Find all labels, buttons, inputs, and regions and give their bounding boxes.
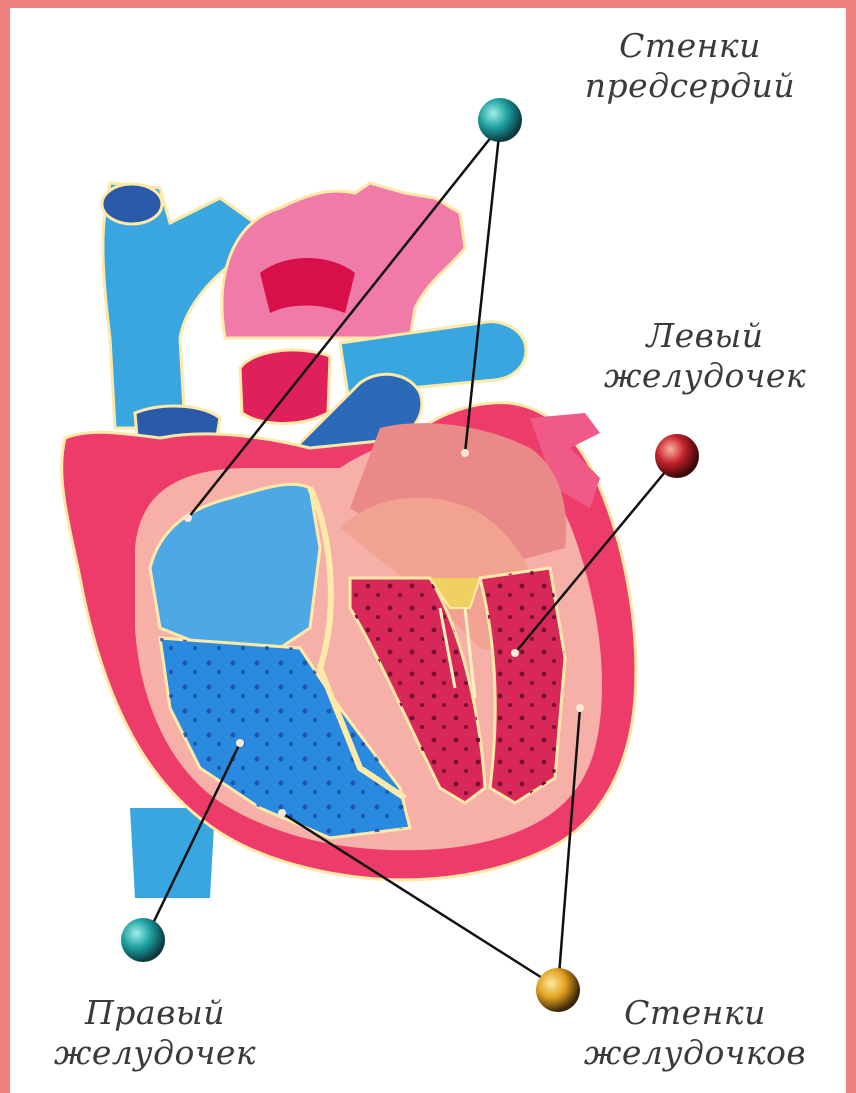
label-right-ventricle-line1: Правый [30, 993, 280, 1033]
label-left-ventricle: Левый желудочек [585, 316, 825, 396]
heart-diagram [10, 8, 846, 1093]
label-atria-walls: Стенки предсердий [555, 26, 825, 106]
right-ventricle-marker [121, 918, 165, 962]
label-atria-walls-line1: Стенки [555, 26, 825, 66]
atria-walls-marker [478, 98, 522, 142]
label-left-ventricle-line2: желудочек [585, 356, 825, 396]
label-ventricle-walls: Стенки желудочков [555, 993, 835, 1073]
label-ventricle-walls-line1: Стенки [555, 993, 835, 1033]
label-right-ventricle-line2: желудочек [30, 1033, 280, 1073]
diagram-frame: Стенки предсердий Левый желудочек Правый… [10, 8, 846, 1093]
label-left-ventricle-line1: Левый [585, 316, 825, 356]
label-right-ventricle: Правый желудочек [30, 993, 280, 1073]
label-ventricle-walls-line2: желудочков [555, 1033, 835, 1073]
left-ventricle-marker [655, 434, 699, 478]
label-atria-walls-line2: предсердий [555, 66, 825, 106]
